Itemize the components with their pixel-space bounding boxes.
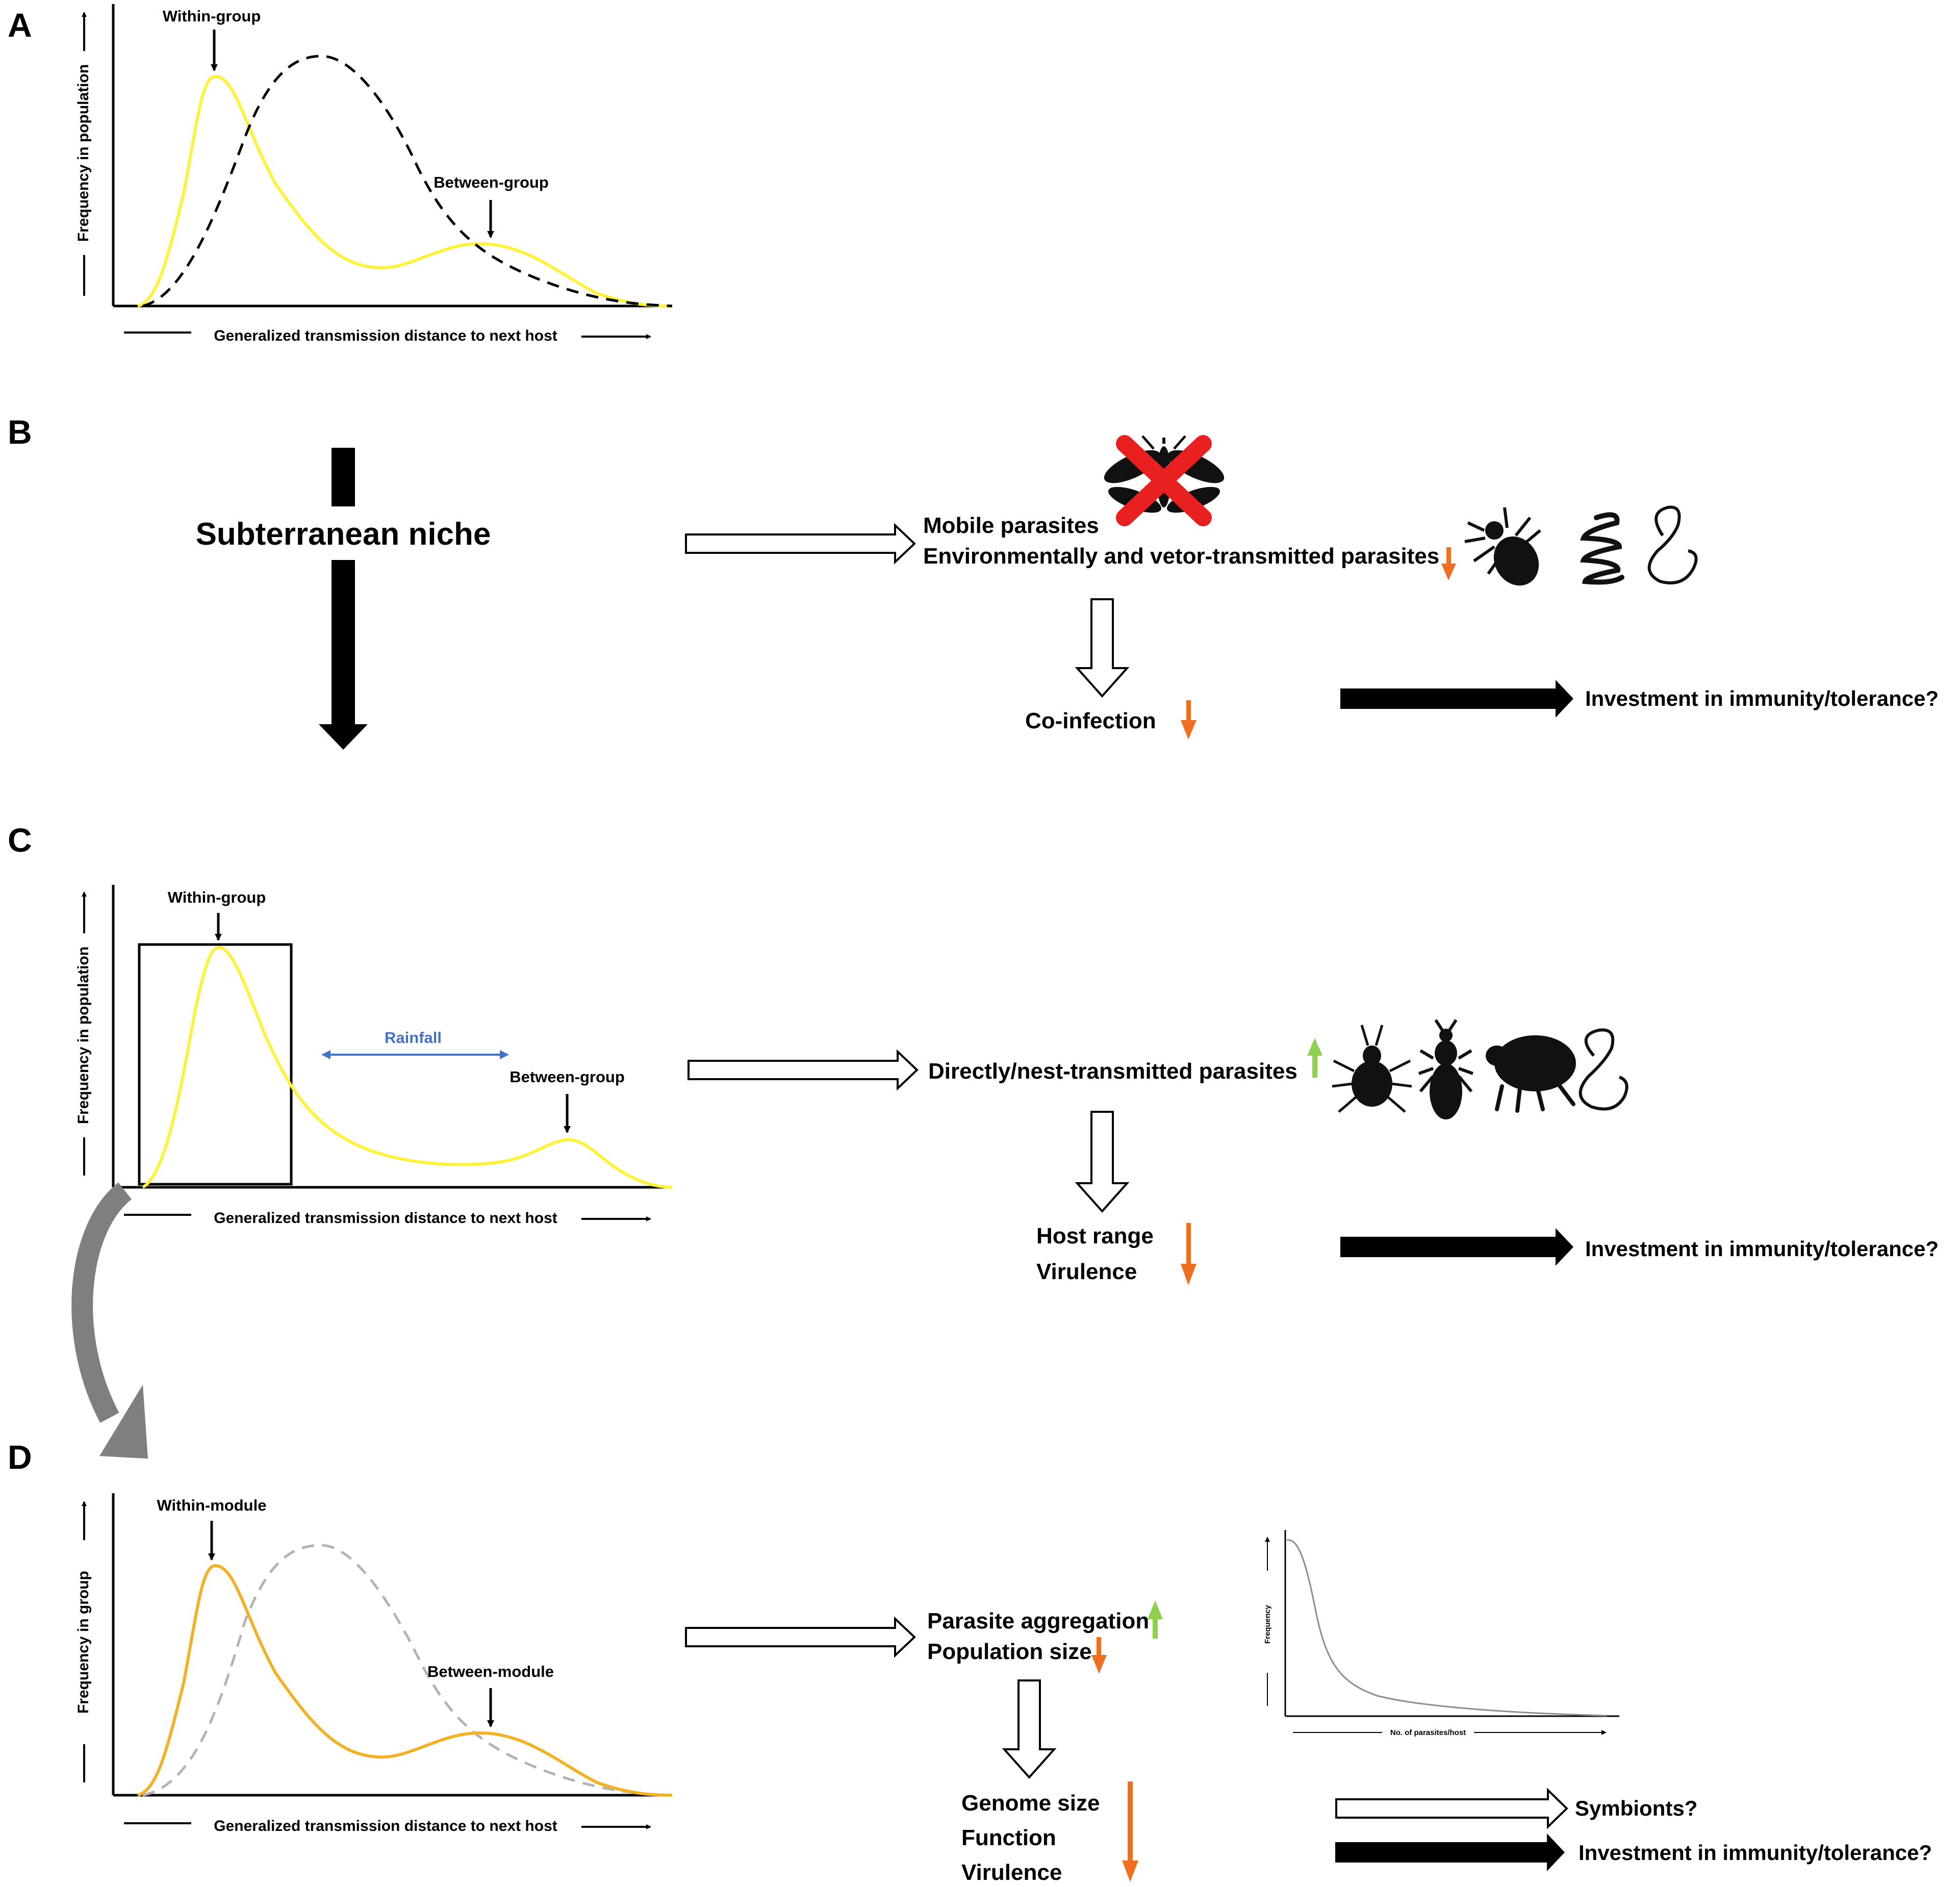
panel-b-down-hollow-arrow	[1075, 598, 1130, 698]
panel-c-down-hollow-arrow	[1075, 1111, 1130, 1213]
function-label: Function	[961, 1825, 1056, 1850]
tick-icon	[1464, 507, 1541, 586]
population-size-label: Population size	[927, 1639, 1092, 1664]
panel-d-within-curve	[137, 1564, 673, 1797]
panel-a-xlabel: Generalized transmission distance to nex…	[214, 327, 557, 344]
panel-b-investment-label: Investment in immunity/tolerance?	[1585, 686, 1939, 710]
panel-d: D Frequency in group Generalized transmi…	[8, 1438, 1932, 1885]
panel-d-within-label: Within-module	[157, 1496, 267, 1514]
panel-a-ylabel: Frequency in population	[75, 64, 92, 242]
panel-d-solid-arrow	[1335, 1833, 1565, 1871]
panel-c: C Frequency in population Generalized tr…	[8, 821, 1939, 1459]
panel-a-between-label: Between-group	[434, 173, 549, 191]
roundworm-icon	[1647, 505, 1698, 584]
symbionts-hollow-arrow	[1335, 1788, 1568, 1829]
panel-c-hollow-arrow	[688, 1049, 919, 1091]
panel-b: B Subterranean niche Mobile parasites En…	[8, 413, 1939, 750]
panel-d-reference-dashed-curve	[142, 1544, 673, 1797]
down-arrow-icon	[1091, 1637, 1107, 1674]
panel-d-ylabel: Frequency in group	[75, 1571, 92, 1714]
panel-c-xlabel: Generalized transmission distance to nex…	[214, 1210, 557, 1227]
subterranean-niche-label: Subterranean niche	[196, 517, 491, 552]
panel-b-solid-arrow	[1340, 680, 1573, 718]
panel-c-between-label: Between-group	[510, 1068, 625, 1086]
down-arrow-icon	[1181, 700, 1197, 740]
panel-c-investment-label: Investment in immunity/tolerance?	[1585, 1237, 1939, 1261]
mite-icon	[1332, 1025, 1412, 1113]
panel-d-investment-label: Investment in immunity/tolerance?	[1579, 1841, 1932, 1865]
parasite-aggregation-label: Parasite aggregation	[927, 1609, 1149, 1634]
zoom-curved-arrow-head	[99, 1385, 148, 1459]
panel-d-letter: D	[8, 1438, 32, 1476]
panel-d-between-label: Between-module	[427, 1663, 554, 1680]
co-infection-label: Co-infection	[1025, 708, 1156, 733]
aggregation-inset-chart: Frequency No. of parasites/host	[1263, 1530, 1619, 1737]
inset-ylabel: Frequency	[1263, 1604, 1272, 1644]
coiled-worm-icon	[1580, 512, 1624, 585]
panel-a-within-label: Within-group	[163, 7, 261, 25]
panel-d-xlabel: Generalized transmission distance to nex…	[214, 1818, 557, 1834]
rainfall-label: Rainfall	[385, 1029, 442, 1047]
host-range-label: Host range	[1036, 1223, 1154, 1248]
crossed-out-mosquito-icon	[1104, 435, 1225, 526]
flea-icon	[1486, 1035, 1576, 1113]
down-arrow-icon	[1181, 1223, 1197, 1285]
louse-icon	[1418, 1019, 1474, 1119]
panel-b-hollow-arrow	[685, 523, 916, 565]
roundworm-icon	[1579, 1028, 1628, 1111]
mobile-parasites-label: Mobile parasites	[923, 513, 1099, 538]
inset-xlabel: No. of parasites/host	[1390, 1728, 1466, 1737]
up-arrow-icon	[1148, 1600, 1163, 1639]
zoom-curved-arrow	[71, 1182, 132, 1423]
symbionts-label: Symbionts?	[1575, 1796, 1697, 1820]
genome-size-label: Genome size	[961, 1791, 1100, 1816]
panel-a: A Frequency in population Generalized tr…	[8, 4, 673, 344]
niche-arrow-shaft	[332, 560, 355, 724]
panel-c-virulence-label: Virulence	[1036, 1259, 1137, 1284]
panel-c-within-label: Within-group	[168, 888, 266, 906]
panel-d-virulence-label: Virulence	[961, 1860, 1062, 1885]
up-arrow-icon	[1307, 1038, 1322, 1078]
within-group-box	[138, 943, 293, 1186]
environmental-parasites-label: Environmentally and vetor-transmitted pa…	[923, 544, 1439, 569]
direct-transmission-label: Directly/nest-transmitted parasites	[928, 1059, 1297, 1084]
panel-c-letter: C	[8, 821, 32, 859]
niche-arrow-head	[319, 724, 368, 750]
panel-d-down-hollow-arrow	[1002, 1679, 1057, 1779]
panel-c-within-curve	[142, 946, 673, 1189]
niche-arrow-shaft-top	[332, 448, 355, 506]
panel-c-solid-arrow	[1340, 1228, 1573, 1266]
panel-a-letter: A	[8, 6, 32, 44]
panel-d-hollow-arrow	[685, 1616, 916, 1658]
down-arrow-icon	[1122, 1781, 1138, 1882]
panel-a-reference-dashed-curve	[142, 55, 673, 308]
inset-aggregation-curve	[1286, 1539, 1607, 1717]
down-arrow-icon	[1441, 547, 1456, 580]
panel-b-letter: B	[8, 413, 32, 451]
panel-a-within-curve	[137, 74, 673, 308]
panel-c-ylabel: Frequency in population	[75, 947, 92, 1124]
